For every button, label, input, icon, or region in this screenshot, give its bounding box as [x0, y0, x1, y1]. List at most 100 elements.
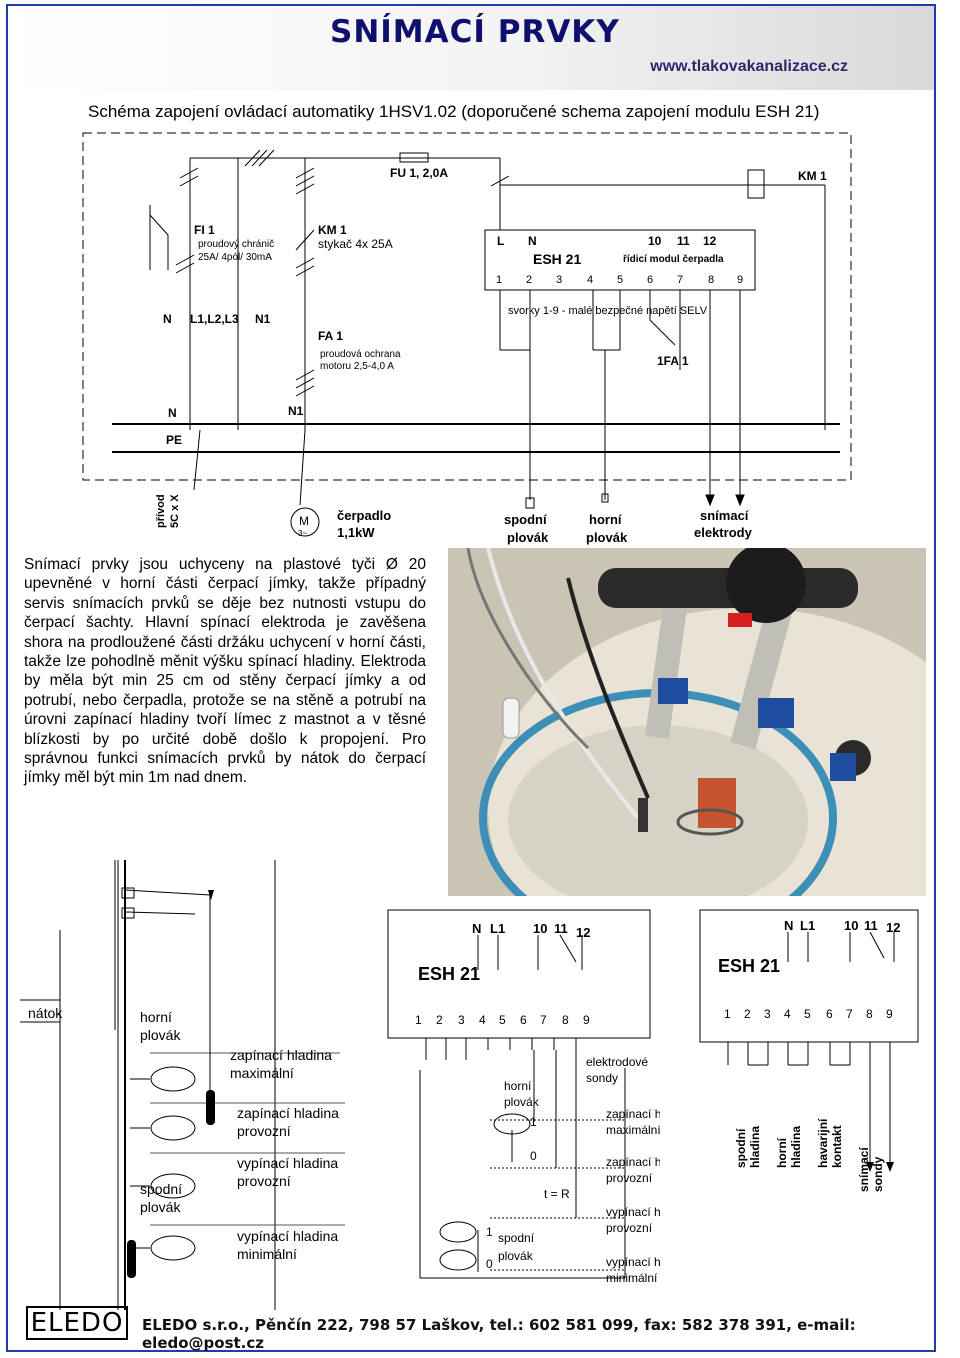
module-12: 12: [703, 234, 717, 248]
footer-contact: ELEDO s.r.o., Pěnčín 222, 798 57 Laškov,…: [142, 1316, 856, 1352]
esh-left-name: ESH 21: [418, 964, 480, 984]
km-desc: stykač 4x 25A: [318, 237, 393, 251]
esh-left-spodni: spodní: [498, 1231, 535, 1245]
esh-left-level-1: zapínací hladina: [606, 1107, 660, 1121]
svg-text:2: 2: [526, 274, 532, 286]
esh-right-11: 11: [864, 918, 878, 933]
row-n: N: [163, 312, 172, 326]
spodni-label-2: plovák: [507, 530, 549, 545]
pump-power: 1,1kW: [337, 525, 375, 540]
motor-m: M: [299, 514, 309, 528]
svg-text:8: 8: [708, 274, 714, 286]
pump-label: čerpadlo: [337, 508, 391, 523]
spodni-label: spodní: [504, 512, 547, 527]
row-l: L1,L2,L3: [190, 312, 239, 326]
tank-level-2b: provozní: [237, 1123, 291, 1139]
esh-left-level-1b: maximální: [606, 1123, 660, 1137]
svg-text:1: 1: [415, 1013, 422, 1027]
esh-left-level-2: zapínací hladina: [606, 1155, 660, 1169]
esh21-wiring-diagram: N L1 10 11 12 ESH 21 1 2 3 4 5 6 7 8 9 s…: [699, 909, 919, 1192]
snimaci-label-2: elektrody: [694, 525, 753, 540]
svorky-label: svorky 1-9 - malé bezpečné napětí SELV: [508, 305, 708, 317]
module-l: L: [497, 234, 504, 248]
esh-left-zero-b: 0: [486, 1257, 493, 1271]
esh-right-snimaci-2: sondy: [871, 1156, 885, 1192]
svg-text:3: 3: [764, 1007, 771, 1021]
esh-right-horni: horní: [775, 1137, 789, 1168]
esh-left-level-4b: minimální: [606, 1271, 658, 1285]
eledo-logo: ELEDO: [26, 1306, 128, 1340]
fu-label: FU 1, 2,0A: [390, 166, 448, 180]
svg-text:6: 6: [826, 1007, 833, 1021]
svg-text:6: 6: [520, 1013, 527, 1027]
svg-text:5: 5: [617, 274, 623, 286]
module-10: 10: [648, 234, 662, 248]
esh-left-11: 11: [554, 921, 568, 936]
tank-level-4b: minimální: [237, 1246, 297, 1262]
esh-left-l1: L1: [490, 921, 505, 936]
esh-left-one-b: 1: [486, 1225, 493, 1239]
svg-text:9: 9: [737, 274, 743, 286]
svg-text:3: 3: [458, 1013, 465, 1027]
ifa-label: 1FA 1: [657, 354, 689, 368]
esh-right-snimaci: snímací: [857, 1147, 871, 1192]
svg-text:4: 4: [587, 274, 593, 286]
svg-text:2: 2: [744, 1007, 751, 1021]
esh-left-horni: horní: [504, 1079, 532, 1093]
esh-right-12: 12: [886, 920, 900, 935]
tank-level-1: zapínací hladina: [230, 1047, 332, 1063]
module-name: ESH 21: [533, 251, 581, 267]
schema-subtitle: Schéma zapojení ovládací automatiky 1HSV…: [88, 102, 820, 121]
module-terminals: 1 2 3 4 5 6 7 8 9: [496, 274, 743, 286]
esh-left-tr: t = R: [544, 1187, 570, 1201]
tank-diagram: nátok horní plovák spodní plovák zapínac…: [20, 860, 345, 1310]
svg-text:4: 4: [784, 1007, 791, 1021]
esh-right-n: N: [784, 918, 793, 933]
esh21-level-diagram: N L1 10 11 12 ESH 21 1 2 3 4 5 6 7 8 9 e…: [387, 909, 660, 1285]
svg-text:9: 9: [886, 1007, 893, 1021]
row-n1: N1: [255, 312, 271, 326]
esh-left-level-2b: provozní: [606, 1171, 653, 1185]
tank-level-3b: provozní: [237, 1173, 291, 1189]
fi-label: FI 1: [194, 223, 215, 237]
esh-right-horni-2: hladina: [789, 1126, 803, 1168]
esh-left-level-3b: provozní: [606, 1221, 653, 1235]
website-link[interactable]: www.tlakovakanalizace.cz: [650, 58, 848, 75]
esh-right-spodni: spodní: [734, 1128, 748, 1168]
page-title: SNÍMACÍ PRVKY: [330, 14, 620, 50]
km-label: KM 1: [318, 223, 347, 237]
fa-desc-2: motoru 2,5-4,0 A: [320, 361, 394, 372]
svg-text:3: 3: [556, 274, 562, 286]
esh-left-spodni-2: plovák: [498, 1249, 534, 1263]
esh-right-terminals: 1 2 3 4 5 6 7 8 9: [724, 1007, 893, 1021]
sensor-installation-photo: [448, 548, 926, 896]
fa-label: FA 1: [318, 329, 343, 343]
esh-left-12: 12: [576, 925, 590, 940]
snimaci-label: snímací: [700, 508, 749, 523]
privod-cable: 5C x X: [169, 494, 181, 528]
esh-left-sondy: sondy: [586, 1071, 618, 1085]
svg-text:8: 8: [562, 1013, 569, 1027]
tank-spodni-2: plovák: [140, 1199, 181, 1215]
esh-left-one-a: 1: [530, 1115, 537, 1129]
svg-text:8: 8: [866, 1007, 873, 1021]
bus-n1: N1: [288, 404, 304, 418]
svg-text:7: 7: [846, 1007, 853, 1021]
km-top-label: KM 1: [798, 169, 827, 183]
esh-left-zero-a: 0: [530, 1149, 537, 1163]
esh-right-10: 10: [844, 918, 858, 933]
svg-text:4: 4: [479, 1013, 486, 1027]
svg-text:7: 7: [540, 1013, 547, 1027]
natok-label: nátok: [28, 1005, 63, 1021]
svg-text:2: 2: [436, 1013, 443, 1027]
bus-pe: PE: [166, 433, 182, 447]
fi-desc-2: 25A/ 4pól/ 30mA: [198, 252, 272, 263]
module-n: N: [528, 234, 537, 248]
wiring-diagram: FU 1, 2,0A KM 1 FI 1 KM 1 stykač 4x 25A …: [82, 132, 852, 545]
tank-level-1b: maximální: [230, 1065, 294, 1081]
module-11: 11: [677, 234, 690, 248]
svg-text:5: 5: [804, 1007, 811, 1021]
esh-left-level-3: vypínací hladina: [606, 1205, 660, 1219]
esh-left-n: N: [472, 921, 481, 936]
